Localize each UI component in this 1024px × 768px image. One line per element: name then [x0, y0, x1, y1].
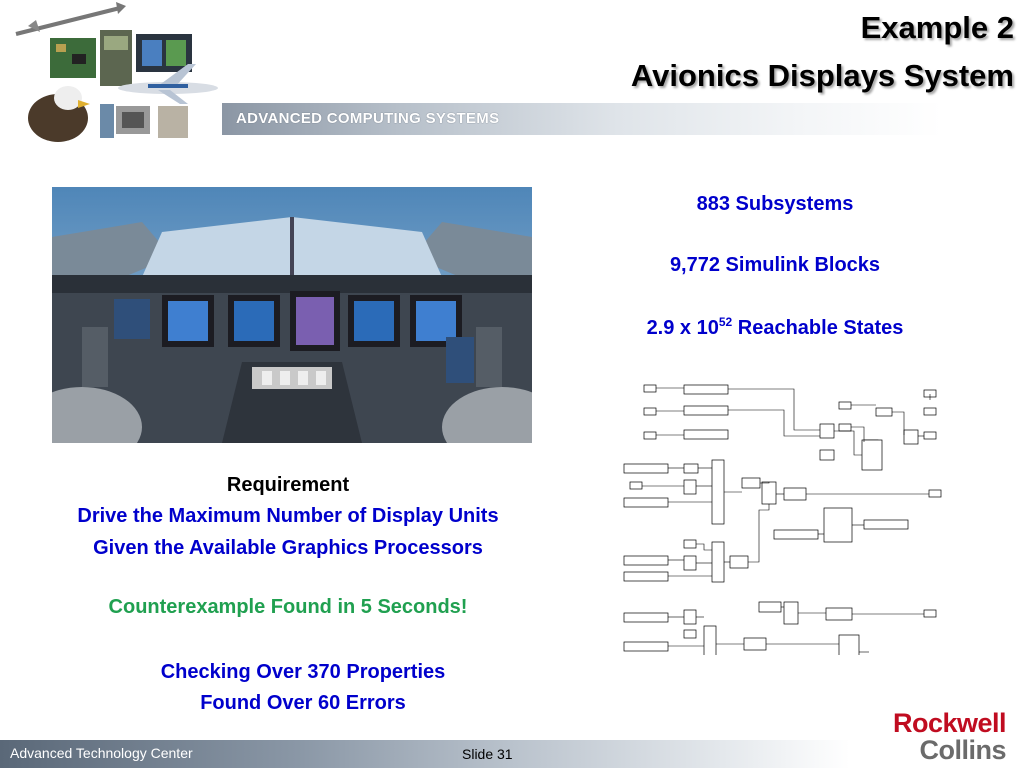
states-base: 2.9 x 10: [646, 317, 719, 339]
slide-title: Example 2 Avionics Displays System: [631, 4, 1014, 100]
slide-number: Slide 31: [462, 746, 513, 762]
requirement-heading: Requirement: [226, 474, 350, 496]
airliner-icon: [118, 64, 218, 104]
title-line-1: Example 2: [860, 10, 1014, 45]
stat-subsystems: 883 Subsystems: [696, 193, 854, 215]
title-line-2: Avionics Displays System: [630, 58, 1014, 93]
footer-label: Advanced Technology Center: [10, 745, 193, 761]
logo-line-1: Rockwell: [892, 708, 1007, 738]
simulink-diagram: [623, 384, 942, 655]
header-collage-image: [15, 2, 218, 142]
device-image: [158, 106, 188, 138]
states-suffix: Reachable States: [732, 317, 904, 339]
requirement-line-2: Given the Available Graphics Processors: [93, 537, 483, 559]
footer-bar: [0, 740, 850, 768]
counterexample-text: Counterexample Found in 5 Seconds!: [108, 596, 468, 618]
stat-blocks: 9,772 Simulink Blocks: [669, 254, 881, 276]
requirement-line-1: Drive the Maximum Number of Display Unit…: [77, 505, 499, 527]
states-exponent: 52: [718, 315, 733, 329]
cockpit-photo: [52, 187, 532, 443]
stat-reachable-states: 2.9 x 1052 Reachable States: [560, 315, 990, 340]
missile-icon: [15, 2, 126, 36]
logo-line-2: Collins: [919, 735, 1006, 765]
banner-text: ADVANCED COMPUTING SYSTEMS: [236, 110, 500, 127]
errors-found-text: Found Over 60 Errors: [200, 692, 406, 714]
rockwell-collins-logo: Rockwell Collins: [892, 708, 1007, 765]
banner-bar: [222, 103, 942, 135]
eagle-image: [28, 86, 90, 142]
checking-properties-text: Checking Over 370 Properties: [160, 661, 446, 683]
